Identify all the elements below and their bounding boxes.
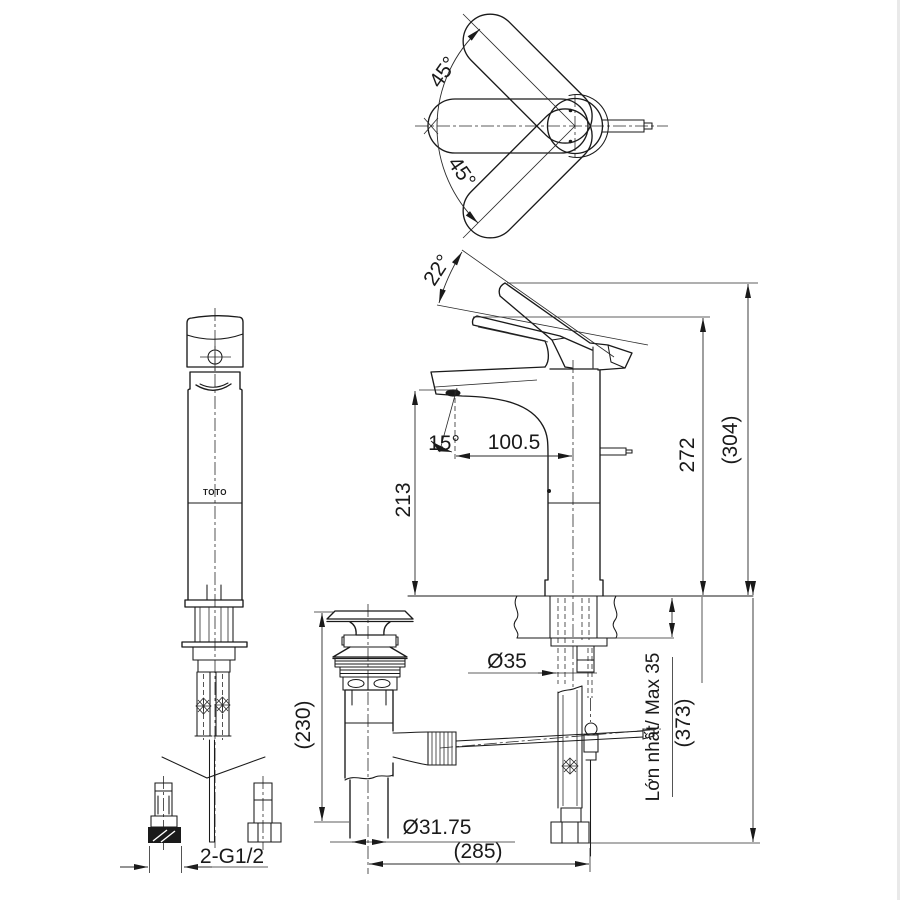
page-right-edge [897, 0, 900, 900]
handle-rest-position [427, 98, 589, 154]
handle-screw-cross [200, 343, 231, 371]
body-bottom-ticks [206, 584, 222, 601]
overall-height-label: (304) [719, 415, 742, 464]
faucet-body-outer-arc [568, 93, 609, 159]
flow-symbol-side [561, 757, 579, 775]
swing-line-upper [462, 13, 576, 127]
tailpipe-dia-label: Ø31.75 [403, 816, 472, 839]
brand-logo: TOTO [203, 488, 227, 497]
supply-connector-left [148, 776, 181, 850]
swing-line-lower [462, 125, 576, 239]
lift-rod [439, 728, 662, 749]
spout-height-label: 213 [392, 482, 415, 517]
aerator-outlet [445, 389, 461, 397]
lever-height-label: 272 [676, 437, 699, 472]
swing-angle-lower-label: 45° [443, 153, 480, 192]
rod-offset-label: (285) [453, 840, 502, 863]
flow-symbol-right [214, 696, 231, 714]
spout-angle-arc [430, 440, 453, 453]
mount-flange-front [181, 641, 248, 648]
supply-tube-side [550, 685, 590, 844]
screw-dot-bottom [568, 139, 573, 144]
drain-body-break [344, 774, 394, 781]
spout-angle-label: 15° [428, 432, 460, 455]
shank-dia-label: Ø35 [487, 650, 527, 673]
mount-bracket-front [192, 646, 236, 673]
counter-break-right [612, 595, 618, 639]
counter-break-left [513, 595, 519, 639]
lever-angle-arc [438, 251, 463, 304]
swing-arc [436, 28, 481, 224]
flow-symbol-left [195, 697, 212, 715]
lever-angle-line-raised [461, 249, 615, 358]
lever-raised-position [498, 282, 633, 371]
popup-knob-side [599, 447, 633, 456]
lever-angle-label: 22° [419, 251, 456, 290]
spout-angle-line [439, 387, 458, 451]
front-view: TOTO [120, 308, 282, 873]
screw-dot-top [568, 108, 573, 113]
lever-rest-position [471, 315, 593, 351]
popup-linkage [583, 698, 599, 857]
under-depth-label: (373) [672, 698, 695, 747]
drain-assembly: (230) Ø31.75 (285) [292, 604, 591, 874]
drain-height-dimension [314, 611, 349, 823]
spout-inner-edge [434, 379, 538, 388]
body-edge-dot [547, 489, 551, 493]
drain-body [344, 689, 394, 839]
supply-connection-dimension [120, 846, 268, 873]
rod-offset-dimension [369, 848, 591, 872]
deck-thickness-label: Lớn nhất/ Max 35 [643, 653, 664, 802]
faucet-body-circle [546, 97, 604, 155]
shank-front [194, 606, 234, 643]
base-flange-front [184, 599, 244, 608]
drain-height-label: (230) [292, 700, 315, 749]
body-front [187, 388, 243, 601]
popup-rod-front [208, 739, 216, 843]
supply-connection-label: 2-G1/2 [200, 845, 264, 868]
mounting-shank [549, 595, 608, 698]
popup-rod-stub [601, 119, 653, 133]
drain-collar [332, 634, 408, 660]
faucet-side-outline [430, 366, 604, 597]
handle-tip-cross [423, 117, 439, 135]
drain-rod-adjuster [392, 731, 457, 766]
supply-connector-right [247, 776, 282, 850]
drain-tailpipe [349, 777, 389, 839]
break-symbol [161, 756, 266, 779]
top-view: 45° 45° [415, 13, 668, 239]
counter-deck [407, 595, 754, 639]
handle-cap-front [186, 315, 244, 368]
spout-reach-label: 100.5 [488, 431, 541, 454]
spout-lip-front [195, 382, 232, 391]
drain-locknut [334, 657, 406, 691]
drain-plug-head [326, 610, 414, 636]
lever-angle-line-rest [436, 304, 649, 346]
bonnet-curve [544, 340, 550, 368]
neck-front [189, 371, 241, 390]
